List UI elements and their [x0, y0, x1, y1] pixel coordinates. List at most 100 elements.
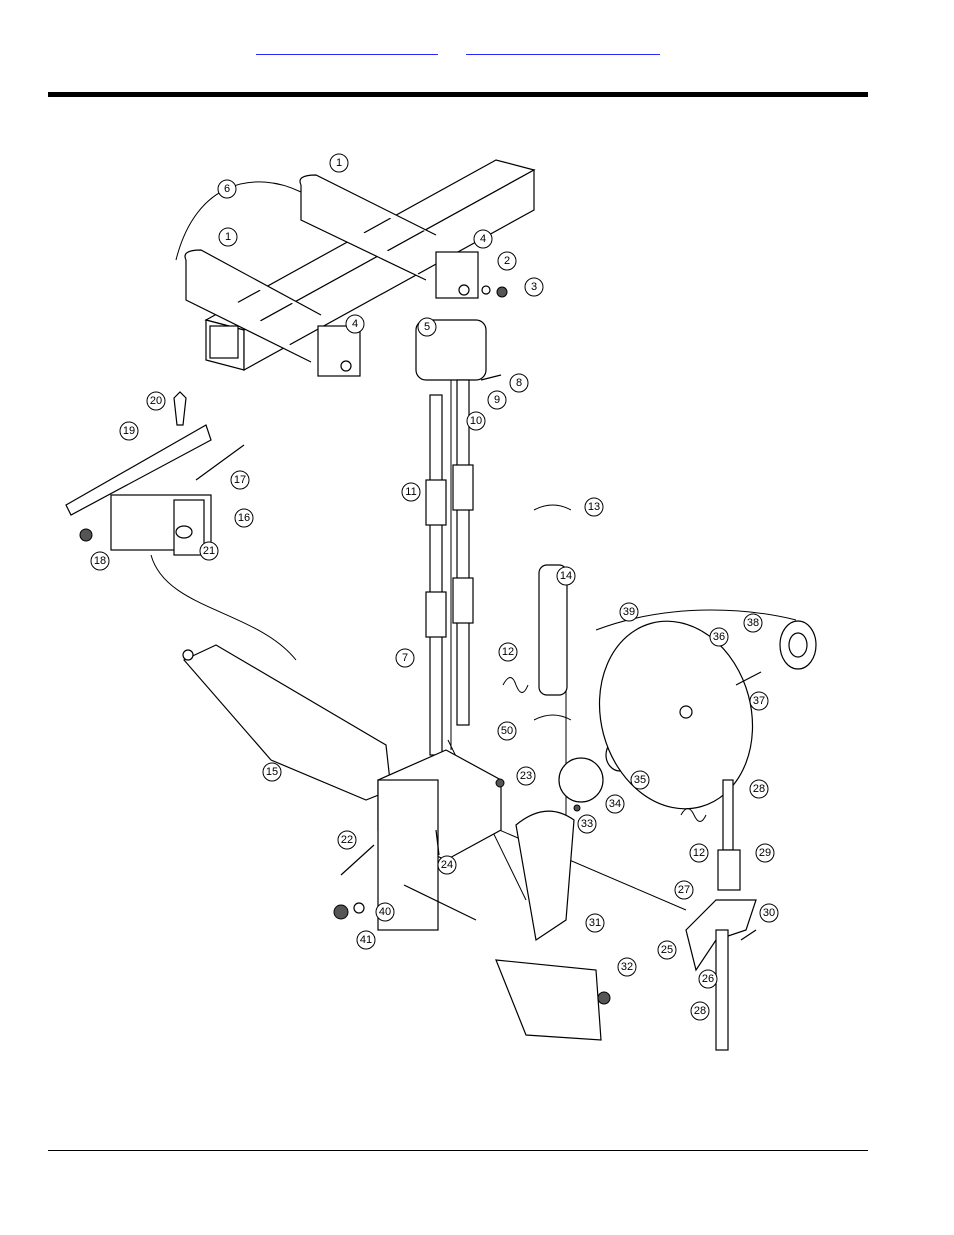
callout-label: 50 [501, 725, 513, 737]
callout-23: 23 [517, 767, 535, 785]
callout-30: 30 [760, 904, 778, 922]
callout-17: 17 [231, 471, 249, 489]
callout-31: 31 [586, 914, 604, 932]
callout-33: 33 [578, 815, 596, 833]
parallel-arm [184, 645, 391, 800]
header-link-1[interactable] [256, 40, 438, 55]
callout-label: 35 [634, 774, 646, 786]
callout-label: 12 [502, 646, 514, 658]
callout-label: 22 [341, 834, 353, 846]
callout-32: 32 [618, 958, 636, 976]
callout-41: 41 [357, 931, 375, 949]
callout-label: 17 [234, 474, 246, 486]
header-link-2[interactable] [466, 40, 660, 55]
callout-25: 25 [658, 941, 676, 959]
hub-flange-bore [789, 633, 807, 657]
callout-28: 28 [750, 780, 768, 798]
callout-16: 16 [235, 509, 253, 527]
callout-36: 36 [710, 628, 728, 646]
callout-18: 18 [91, 552, 109, 570]
adjust-strap-top [723, 780, 733, 850]
callout-14: 14 [557, 567, 575, 585]
spring-rod-right [457, 380, 469, 725]
callout-label: 7 [402, 652, 408, 664]
callout-label: 11 [405, 486, 416, 498]
callout-label: 19 [123, 425, 135, 437]
callout-label: 31 [589, 917, 601, 929]
callout-label: 28 [753, 783, 765, 795]
callout-22: 22 [338, 831, 356, 849]
callout-37: 37 [750, 692, 768, 710]
callout-label: 27 [678, 884, 690, 896]
callout-label: 14 [560, 570, 572, 582]
callout-label: 1 [336, 157, 342, 169]
callout-40: 40 [376, 903, 394, 921]
spring-rod-left [430, 395, 442, 755]
callout-label: 25 [661, 944, 673, 956]
callout-24: 24 [438, 856, 456, 874]
callout-10: 10 [467, 412, 485, 430]
callout-13: 13 [585, 498, 603, 516]
hex-nut [497, 287, 507, 297]
callout-3: 3 [525, 278, 543, 296]
callout-label: 33 [581, 818, 593, 830]
callout-label: 28 [694, 1005, 706, 1017]
callout-9: 9 [488, 391, 506, 409]
hub [559, 758, 603, 802]
callout-label: 3 [531, 281, 537, 293]
callout-1: 1 [330, 154, 348, 172]
header-rule [48, 92, 868, 97]
callout-label: 8 [516, 377, 522, 389]
callout-label: 23 [520, 770, 532, 782]
callout-7: 7 [396, 649, 414, 667]
callout-label: 2 [504, 255, 510, 267]
callout-label: 34 [609, 798, 621, 810]
callout-label: 32 [621, 961, 633, 973]
bushing [176, 526, 192, 538]
callout-4: 4 [474, 230, 492, 248]
callout-5: 5 [418, 318, 436, 336]
callout-20: 20 [147, 392, 165, 410]
callout-label: 30 [763, 907, 775, 919]
hex-nut [80, 529, 92, 541]
callout-label: 4 [352, 318, 358, 330]
mount-bracket-right [436, 252, 478, 298]
callout-8: 8 [510, 374, 528, 392]
opener-boot [496, 960, 601, 1040]
callout-15: 15 [263, 763, 281, 781]
callout-6: 6 [218, 180, 236, 198]
callout-label: 26 [702, 973, 714, 985]
callout-label: 12 [693, 847, 705, 859]
callout-label: 37 [753, 695, 765, 707]
callout-27: 27 [675, 881, 693, 899]
callout-26: 26 [699, 970, 717, 988]
callout-label: 21 [203, 545, 215, 557]
callout-label: 20 [150, 395, 162, 407]
callout-29: 29 [756, 844, 774, 862]
callout-label: 40 [379, 906, 391, 918]
opener-disc [579, 604, 773, 826]
callout-1: 1 [219, 228, 237, 246]
callout-label: 36 [713, 631, 725, 643]
callout-label: 16 [238, 512, 250, 524]
callout-label: 39 [623, 606, 635, 618]
callout-50: 50 [498, 722, 516, 740]
callout-label: 29 [759, 847, 771, 859]
bracket-hole [459, 285, 469, 295]
callout-12: 12 [690, 844, 708, 862]
hex-nut [496, 779, 504, 787]
opener-shank [516, 811, 574, 940]
callout-label: 6 [224, 183, 230, 195]
callout-19: 19 [120, 422, 138, 440]
spring-coil [426, 480, 446, 525]
callout-38: 38 [744, 614, 762, 632]
callout-label: 5 [424, 321, 430, 333]
callout-4: 4 [346, 315, 364, 333]
mount-bracket-left [318, 326, 360, 376]
callout-21: 21 [200, 542, 218, 560]
callout-label: 41 [360, 934, 372, 946]
callout-label: 1 [225, 231, 231, 243]
spring-coil [426, 592, 446, 637]
lock-washer [482, 286, 490, 294]
callout-label: 15 [266, 766, 278, 778]
